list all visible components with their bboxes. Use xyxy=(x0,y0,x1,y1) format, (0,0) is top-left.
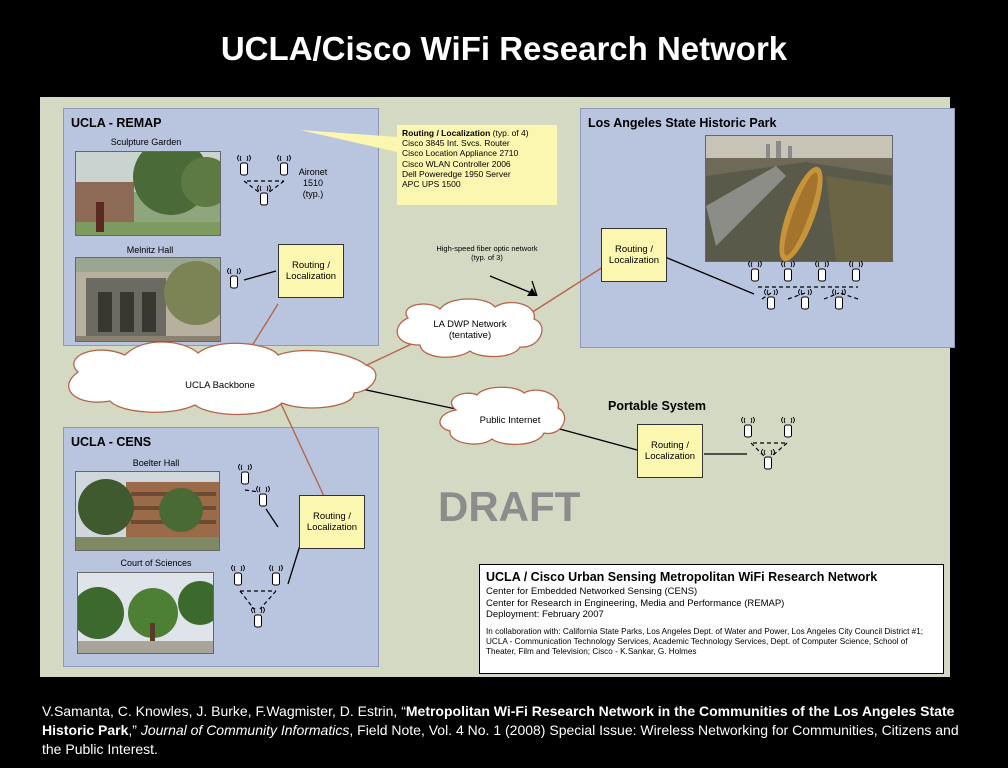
router-la-park: Routing /Localization xyxy=(601,228,667,282)
info-line: Deployment: February 2007 xyxy=(486,609,604,620)
router-portable-line2: Localization xyxy=(644,451,696,462)
router-la-park-line2: Localization xyxy=(608,255,660,266)
access-point-icon xyxy=(849,261,863,282)
access-point-icon xyxy=(741,417,755,438)
photo-la-state-historic-park xyxy=(705,135,893,262)
citation-journal: Journal of Community Informatics xyxy=(140,722,350,738)
photo-court-of-sciences xyxy=(77,572,214,654)
access-point-icon xyxy=(277,155,291,176)
caption-sculpture-garden: Sculpture Garden xyxy=(110,137,182,147)
fiber-arrow-head xyxy=(527,288,537,296)
callout-item: Cisco WLAN Controller 2006 xyxy=(402,158,511,169)
router-remap: Routing /Localization xyxy=(278,244,344,298)
access-point-icon xyxy=(257,185,271,206)
access-point-icon xyxy=(764,289,778,310)
fiber-note: High-speed fiber optic network (typ. of … xyxy=(417,244,557,262)
network-diagram: UCLA - REMAP Los Angeles State Historic … xyxy=(40,97,955,677)
router-cens-line1: Routing / xyxy=(312,511,351,522)
project-info-box: UCLA / Cisco Urban Sensing Metropolitan … xyxy=(479,564,944,674)
cloud-la-dwp-line2: (tentative) xyxy=(448,330,492,341)
access-point-icon xyxy=(761,449,775,470)
photo-melnitz-hall xyxy=(75,257,221,342)
photo-court-of-sciences-image xyxy=(78,573,213,653)
callout-item: APC UPS 1500 xyxy=(402,179,461,190)
citation: V.Samanta, C. Knowles, J. Burke, F.Wagmi… xyxy=(42,702,962,759)
fiber-note-line1: High-speed fiber optic network xyxy=(436,244,538,253)
panel-title-la-park: Los Angeles State Historic Park xyxy=(588,116,777,130)
draft-watermark: DRAFT xyxy=(438,483,581,530)
access-point-icon xyxy=(227,268,241,289)
caption-boelter-hall: Boelter Hall xyxy=(132,458,180,468)
callout-title-suffix: (typ. of 4) xyxy=(490,128,529,138)
access-point-icon xyxy=(231,565,245,586)
fiber-note-line2: (typ. of 3) xyxy=(471,253,503,262)
cloud-shapes xyxy=(68,298,566,446)
photo-sculpture-garden xyxy=(75,151,221,236)
access-point-icon xyxy=(256,486,270,507)
ap-mesh-links xyxy=(239,180,859,610)
panel-title-remap: UCLA - REMAP xyxy=(71,116,162,130)
callout-item: Cisco 3845 Int. Svcs. Router xyxy=(402,138,510,149)
info-heading: UCLA / Cisco Urban Sensing Metropolitan … xyxy=(486,570,878,584)
info-collaboration: In collaboration with: California State … xyxy=(486,626,924,656)
info-line: Center for Embedded Networked Sensing (C… xyxy=(486,586,698,597)
access-point-icon xyxy=(237,155,251,176)
photo-la-park-aerial-image xyxy=(706,136,892,261)
info-line: Center for Research in Engineering, Medi… xyxy=(486,597,785,609)
cloud-la-dwp xyxy=(396,298,543,358)
link-laprk-aps xyxy=(664,256,755,295)
router-spec-callout: Routing / Localization (typ. of 4) Cisco… xyxy=(397,125,557,205)
access-point-icon xyxy=(815,261,829,282)
access-point-icon xyxy=(781,417,795,438)
link-ladwp-laprk xyxy=(519,266,604,321)
callout-pointer xyxy=(300,130,397,152)
citation-mid: ,” xyxy=(128,722,141,738)
router-la-park-line1: Routing / xyxy=(614,244,653,255)
aironet-line-1: Aironet xyxy=(298,167,328,177)
access-point-icon xyxy=(798,289,812,310)
aironet-line-2: 1510 xyxy=(302,178,324,188)
cloud-label-ucla-backbone: UCLA Backbone xyxy=(185,380,255,391)
router-cens-line2: Localization xyxy=(306,522,358,533)
callout-item: Dell Poweredge 1950 Server xyxy=(402,168,511,179)
router-portable: Routing /Localization xyxy=(637,424,703,478)
aironet-line-3: (typ.) xyxy=(302,189,324,199)
label-aironet: Aironet 1510 (typ.) xyxy=(288,167,338,200)
photo-melnitz-hall-image xyxy=(76,258,220,341)
photo-boelter-hall-image xyxy=(76,472,219,550)
panel-title-cens: UCLA - CENS xyxy=(71,435,152,449)
link-remap-ap xyxy=(243,270,277,281)
access-point-icon xyxy=(832,289,846,310)
citation-rest: , Field Note, Vol. 4 No. 1 (2008) Specia… xyxy=(42,722,959,757)
connection-layer xyxy=(68,130,755,585)
link-cens-ap1 xyxy=(265,508,279,528)
fiber-arrow-shaft xyxy=(531,280,538,297)
access-point-icon xyxy=(748,261,762,282)
callout-title: Routing / Localization xyxy=(402,128,491,138)
access-point-icon xyxy=(251,607,265,628)
router-portable-line1: Routing / xyxy=(650,440,689,451)
router-remap-line1: Routing / xyxy=(291,260,330,271)
cloud-public-internet xyxy=(439,386,566,446)
router-cens: Routing /Localization xyxy=(299,495,365,549)
portable-system-title: Portable System xyxy=(608,399,706,413)
citation-title: Metropolitan Wi-Fi Research Network in t… xyxy=(42,703,955,738)
photo-sculpture-garden-image xyxy=(76,152,220,235)
link-backbone-cens xyxy=(275,392,330,508)
cloud-ucla-backbone xyxy=(68,341,377,416)
citation-authors: V.Samanta, C. Knowles, J. Burke, F.Wagmi… xyxy=(42,703,406,719)
caption-court-of-sciences: Court of Sciences xyxy=(120,558,192,568)
cloud-la-dwp-line1: LA DWP Network xyxy=(433,319,507,330)
fiber-arrow-line xyxy=(489,275,535,295)
caption-melnitz-hall: Melnitz Hall xyxy=(126,245,174,255)
cloud-label-public-internet: Public Internet xyxy=(479,415,541,426)
slide-title: UCLA/Cisco WiFi Research Network xyxy=(220,30,788,67)
callout-item: Cisco Location Appliance 2710 xyxy=(402,148,519,159)
photo-boelter-hall xyxy=(75,471,220,551)
access-point-icon xyxy=(238,464,252,485)
access-point-icon xyxy=(781,261,795,282)
access-point-icon xyxy=(269,565,283,586)
router-remap-line2: Localization xyxy=(285,271,337,282)
cloud-label-la-dwp: LA DWP Network (tentative) xyxy=(420,319,520,341)
